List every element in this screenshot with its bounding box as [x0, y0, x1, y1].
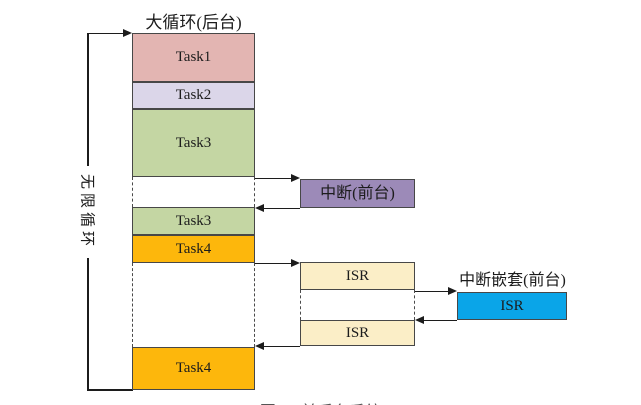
task4-label: Task4: [175, 240, 212, 257]
task1-label: Task1: [175, 49, 212, 65]
task4-block: Task4: [132, 235, 255, 263]
nested-call-arrow-icon: [448, 287, 457, 295]
interrupt-gap-1: [132, 177, 255, 207]
nested-call-line: [415, 290, 450, 292]
isr-return-line: [262, 345, 300, 347]
nested-return-line: [422, 319, 457, 321]
task3-resume-block: Task3: [132, 207, 255, 235]
interrupt-call-line: [255, 177, 293, 179]
figure-caption: 图1-1 前后台系统: [0, 398, 641, 405]
isr-call-arrow-icon: [291, 259, 300, 267]
task4-resume-label: Task4: [175, 360, 212, 376]
isr-gap: [300, 290, 415, 320]
nested-interrupt-title: 中断嵌套(前台): [459, 272, 566, 289]
infinite-loop-label: 无限循环: [77, 165, 99, 259]
interrupt-foreground-label: 中断(前台): [320, 184, 395, 202]
isr-first-box: ISR: [300, 262, 415, 290]
task3-block: Task3: [132, 109, 255, 177]
interrupt-call-arrow-icon: [291, 174, 300, 182]
isr-call-line: [255, 262, 293, 264]
interrupt-foreground-box: 中断(前台): [300, 179, 415, 208]
interrupt-return-arrow-icon: [255, 204, 264, 212]
isr-second-label: ISR: [345, 324, 370, 341]
isr-first-label: ISR: [345, 267, 370, 284]
task3-resume-label: Task3: [175, 212, 212, 229]
task4-resume-block: Task4: [132, 347, 255, 390]
background-loop-title: 大循环(后台): [145, 13, 242, 32]
loop-arrow-icon: [123, 29, 132, 37]
isr-return-arrow-icon: [255, 342, 264, 350]
loop-line-top: [87, 32, 125, 34]
task3-label: Task3: [175, 134, 212, 151]
nested-isr-box: ISR: [457, 292, 567, 320]
loop-line-bottom: [87, 389, 133, 391]
nested-isr-label: ISR: [500, 297, 524, 314]
interrupt-return-line: [262, 207, 300, 209]
task2-block: Task2: [132, 82, 255, 109]
interrupt-gap-2: [132, 263, 255, 347]
task1-block: Task1: [132, 33, 255, 82]
isr-second-box: ISR: [300, 320, 415, 346]
task2-label: Task2: [175, 87, 212, 103]
nested-return-arrow-icon: [415, 316, 424, 324]
